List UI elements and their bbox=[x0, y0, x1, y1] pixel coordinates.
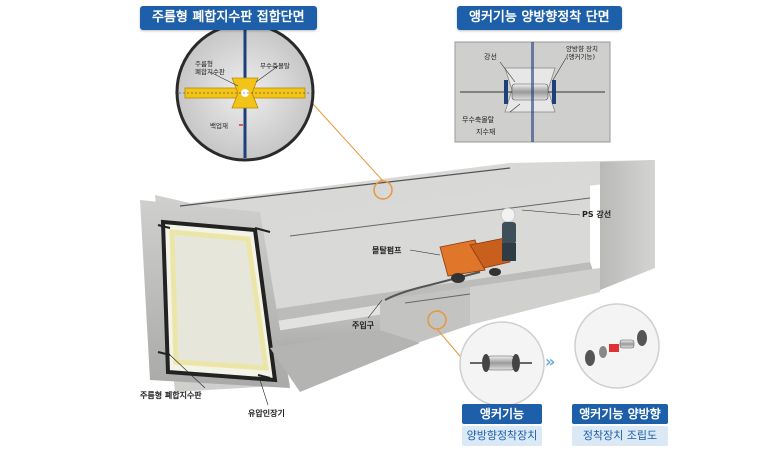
leader-pump bbox=[409, 249, 441, 256]
anchor-device-circle bbox=[459, 321, 545, 407]
title-left: 주름형 폐합지수판 접합단면 bbox=[140, 6, 317, 30]
title-right: 앵커기능 양방향정착 단면 bbox=[457, 6, 622, 30]
label-grout-detail-right: 무수축몰탈 bbox=[462, 116, 495, 124]
label-grout-detail-left: 무수축몰탈 bbox=[260, 62, 290, 70]
worker-figure bbox=[500, 207, 516, 261]
label-backup-detail: 백업재 bbox=[210, 122, 228, 130]
leader-device bbox=[259, 379, 269, 406]
detail-panel-right bbox=[454, 41, 611, 143]
badge-anchor-subtitle: 양방향정착장치 bbox=[462, 426, 542, 446]
leader-inlet bbox=[367, 299, 383, 319]
mortar-pump bbox=[439, 237, 511, 283]
label-strand-detail: 강선 bbox=[484, 53, 497, 61]
badge-anchor-title: 앵커기능 bbox=[462, 404, 542, 424]
badge-assembly-subtitle: 정착장치 조립도 bbox=[572, 426, 668, 446]
ps-strand-low bbox=[404, 293, 471, 304]
culvert-front-block-right bbox=[470, 268, 600, 325]
culvert-end-wall bbox=[600, 160, 655, 290]
label-device-detail: 양방향 장치 (앵커기능) bbox=[566, 45, 598, 61]
ps-strand-wall bbox=[289, 197, 591, 237]
anchor-rod-2 bbox=[157, 351, 171, 356]
ps-strand-top bbox=[179, 167, 511, 207]
anchor-rod-1 bbox=[157, 224, 171, 229]
leader-ps bbox=[521, 209, 581, 216]
label-mortar-pump: 몰탈펌프 bbox=[372, 246, 402, 255]
culvert-front-slab bbox=[270, 330, 420, 392]
label-hydraulic-device: 유압인장기 bbox=[248, 409, 285, 418]
detail-circle-left bbox=[175, 22, 315, 162]
label-ps-strand: PS 강선 bbox=[582, 210, 612, 219]
culvert-opening-inner bbox=[169, 229, 269, 371]
chevron-right-icon: » bbox=[545, 352, 556, 371]
grout-hose bbox=[384, 271, 481, 301]
anchor-assembly-circle bbox=[574, 303, 660, 389]
anchor-rod-4 bbox=[257, 374, 271, 379]
leader-waterstop bbox=[169, 354, 206, 389]
label-seal-detail: 지수재 bbox=[476, 128, 496, 136]
label-waterstop-main: 주름형 폐합지수판 bbox=[140, 391, 202, 400]
culvert-front-block bbox=[380, 287, 470, 349]
culvert-top-back bbox=[175, 160, 655, 230]
anchor-rod-3 bbox=[254, 227, 271, 233]
label-waterstop-detail: 주름형 폐합지수판 bbox=[195, 60, 225, 76]
badge-assembly-title: 앵커기능 양방향 bbox=[572, 404, 668, 424]
leader-joint bbox=[312, 103, 384, 182]
label-inlet: 주입구 bbox=[352, 321, 375, 330]
